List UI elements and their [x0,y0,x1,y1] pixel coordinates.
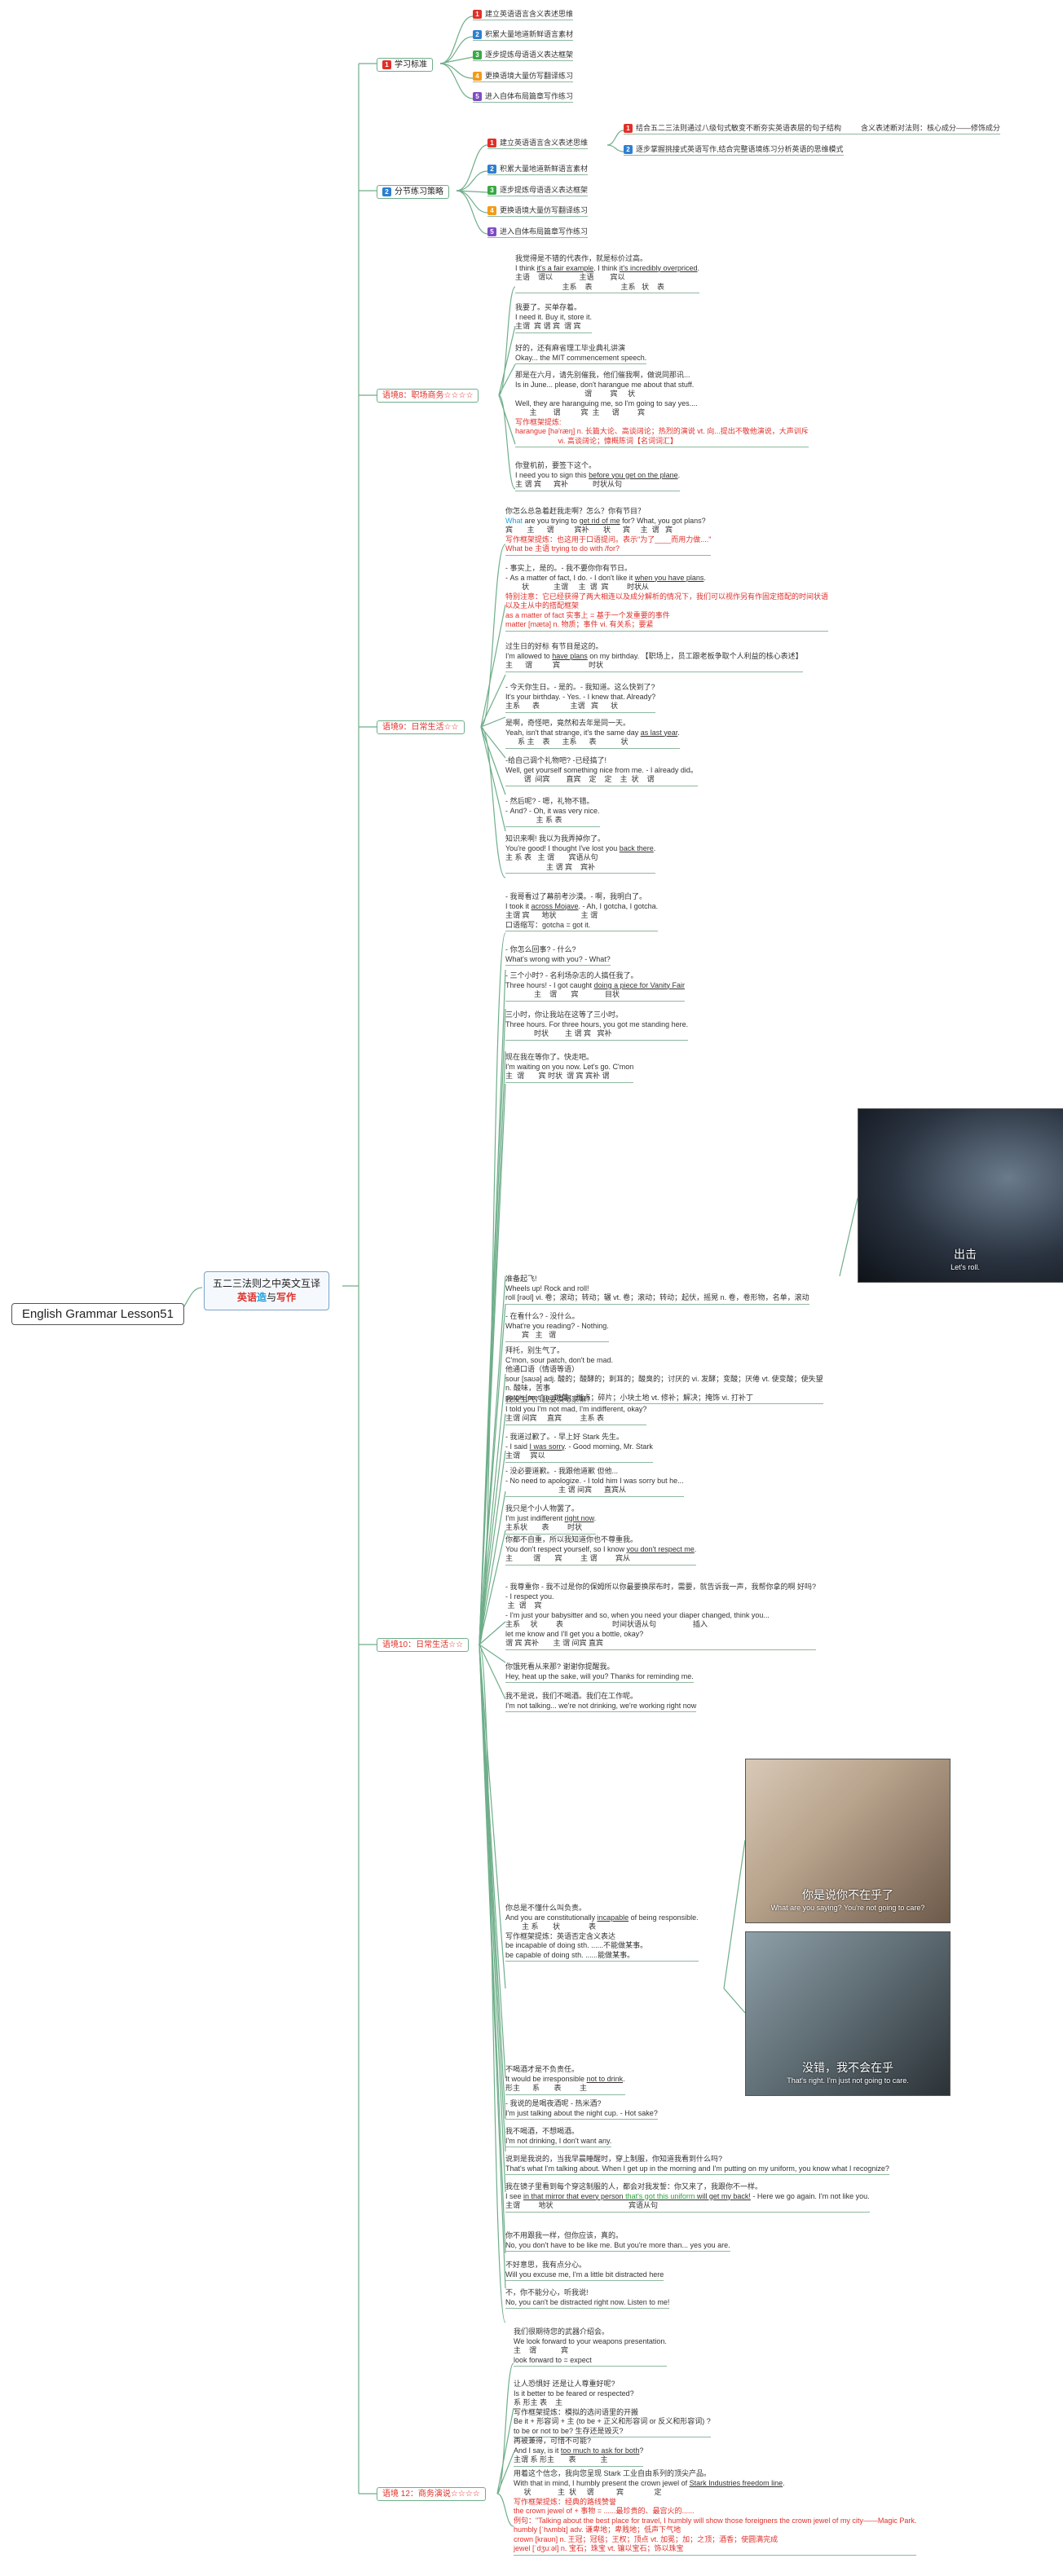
number-badge-icon: 3 [473,51,482,60]
sentence-note[interactable]: 好的，还有麻省理工毕业典礼讲演 Okay... the MIT commence… [515,344,647,364]
center-title: 五二三法则之中英文互译 [213,1278,321,1289]
sentence-note[interactable]: 知识来啊! 我以为我弄掉你了。 You're good! I thought I… [505,834,656,874]
sentence-note[interactable]: -给自己调个礼物吧? -已经搞了! Well, get yourself som… [505,756,698,786]
sentence-note[interactable]: - 我说的是喝夜酒呢 - 热米酒? I'm just talking about… [505,2099,658,2120]
sentence-note[interactable]: - 在看什么? - 没什么。 What're you reading? - No… [505,1312,609,1342]
sentence-note[interactable]: - 然后呢? - 嗯，礼物不错。 - And? - Oh, it was ver… [505,797,600,827]
sentence-note[interactable]: 拜托，别生气了。 C'mon, sour patch, don't be mad… [505,1346,823,1404]
sentence-note[interactable]: 让人恐惧好 还是让人尊重好呢? Is it better to be feare… [514,2380,711,2437]
sentence-note[interactable]: - 我道过歉了。- 早上好 Stark 先生。 - I said I was s… [505,1433,653,1463]
sentence-note[interactable]: 你不用跟我一样，但你应该，真的。 No, you don't have to b… [505,2231,730,2252]
sentence-note[interactable]: 你总是不懂什么叫负责。 And you are constitutionally… [505,1904,699,1962]
sentence-note[interactable]: 我要了。买单存着。 I need it. Buy it, store it. 主… [515,303,593,333]
number-badge-icon: 1 [487,139,496,148]
root-node[interactable]: English Grammar Lesson51 [11,1303,184,1325]
number-badge-icon: 3 [487,186,496,196]
sentence-note[interactable]: - 三个小时? - 名利场杂志的人搞任我了。 Three hours! - I … [505,971,685,1002]
sentence-note[interactable]: 我只是个小人物罢了。 I'm just indifferent right no… [505,1504,597,1535]
number-badge-icon: 2 [473,30,482,40]
sentence-note[interactable]: - 事实上，是的。- 我不要你你有节日。 - As a matter of fa… [505,564,829,632]
sentence-note[interactable]: - 我尊重你 - 我不过是你的保姆所以你最要换尿布时，需要，就告诉我一声，我帮你… [505,1583,817,1650]
number-badge-icon: 1 [382,60,391,69]
number-badge-icon: 2 [487,165,496,174]
sentence-note[interactable]: 再被兼得，可惜不可能? And I say, is it too much to… [514,2437,644,2467]
branch-context-10[interactable]: 语境10：日常生活☆☆ [377,1638,470,1652]
sentence-note[interactable]: 那是在六月，请先别催我，他们催我啊，做说同那讯... Is in June...… [515,371,809,447]
sentence-note[interactable]: 我不是说，我们不喝酒。我们在工作呢。 I'm not talking... we… [505,1692,697,1712]
center-node[interactable]: 五二三法则之中英文互译 英语造与写作 [204,1271,330,1310]
sentence-note[interactable]: 我觉得是不错的代表作，就是标价过高。 I think it's a fair e… [515,254,700,293]
sentence-note[interactable]: 我没生气，我要漠嗯家嘛? I told you I'm not mad, I'm… [505,1395,647,1425]
sentence-note[interactable]: 是啊，奇怪吧，竟然和去年是同一天。 Yeah, isn't that stran… [505,719,680,749]
number-badge-icon: 1 [473,10,482,20]
number-badge-icon: 1 [624,124,633,134]
number-badge-icon: 4 [473,72,482,81]
sentence-note[interactable]: 你都不自重，所以我知道你也不尊重我。 You don't respect you… [505,1535,697,1565]
number-badge-icon: 2 [624,145,633,155]
sentence-note[interactable]: 我们很期待您的武器介绍会。 We look forward to your we… [514,2327,667,2367]
branch-context-12[interactable]: 语境 12：商务演说☆☆☆☆ [377,2487,486,2501]
center-subtitle: 英语造与写作 [236,1292,297,1303]
branch-context-8[interactable]: 语境8：职场商务☆☆☆☆ [377,389,479,403]
sentence-note[interactable]: 不喝酒才是不负责任。 It would be irresponsible not… [505,2065,625,2095]
sentence-note[interactable]: 不好意思，我有点分心。 Will you excuse me, I'm a li… [505,2261,664,2281]
sentence-note[interactable]: 你饿死看从来那? 谢谢你提醒我。 Hey, heat up the sake, … [505,1662,694,1683]
branch-context-9[interactable]: 语境9：日常生活☆☆ [377,720,465,734]
number-badge-icon: 5 [487,227,496,237]
sentence-note[interactable]: 我不喝酒，不想喝酒。 I'm not drinking, I don't wan… [505,2127,612,2147]
sentence-note[interactable]: 说到是我说的，当我早晨睡醒时，穿上制服，你知道我看到什么吗? That's wh… [505,2155,889,2175]
sentence-note[interactable]: 用着这个信念，我向您呈现 Stark 工业自由系列的顶尖产品。 With tha… [514,2469,917,2556]
number-badge-icon: 4 [487,206,496,216]
sentence-note[interactable]: - 我哥看过了幕前考沙漠。- 啊，我明白了。 I took it across … [505,892,659,931]
sentence-note[interactable]: - 今天你生日。- 是的。- 我知道。这么快到了? It's your birt… [505,683,656,713]
sentence-note[interactable]: 过生日的好标 有节目是这的。 I'm allowed to have plans… [505,642,803,672]
sentence-note[interactable]: - 没必要道歉。- 我跟他道歉 但他... - No need to apolo… [505,1467,684,1497]
number-badge-icon: 5 [473,92,482,102]
sentence-note[interactable]: 三小时，你让我站在这等了三小时。 Three hours. For three … [505,1011,689,1041]
sentence-note[interactable]: 你登机前，要签下这个。 I need you to sign this befo… [515,461,681,491]
sentence-note[interactable]: 我在镜子里看到每个穿这制服的人，都会对我发誓：你又来了，我跟你不一样。 I se… [505,2182,870,2213]
sentence-note[interactable]: 现在我在等你了。快走吧。 I'm waiting on you now. Let… [505,1053,634,1083]
sentence-note[interactable]: 你怎么总急着赶我走啊？怎么？你有节目？ What are you trying … [505,507,712,556]
number-badge-icon: 2 [382,187,391,196]
sentence-note[interactable]: 准备起飞! Wheels up! Rock and roll! roll [rə… [505,1275,809,1305]
sentence-note[interactable]: 不，你不能分心，听我说! No, you can't be distracted… [505,2288,670,2309]
sentence-note[interactable]: - 你怎么回事? - 什么? What's wrong with you? - … [505,945,611,966]
